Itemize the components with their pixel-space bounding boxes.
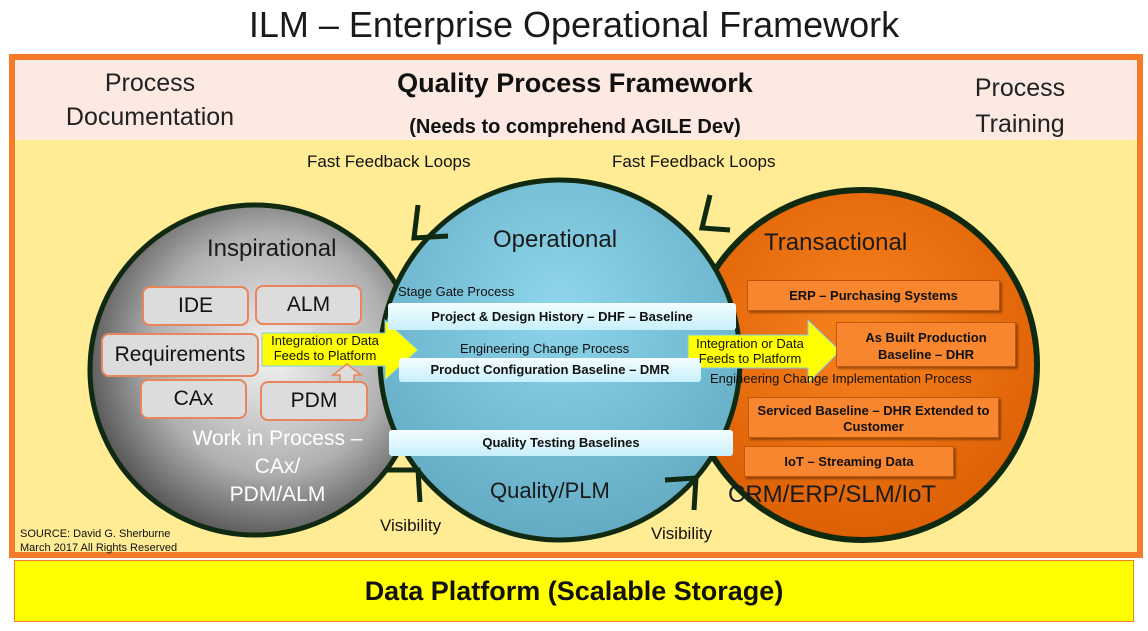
- agile-subtitle: (Needs to comprehend AGILE Dev): [409, 116, 741, 138]
- quality-band: [15, 60, 1137, 140]
- cax-box: CAx: [140, 379, 247, 419]
- visibility-label-right: Visibility: [651, 524, 713, 543]
- crm-erp-label: CRM/ERP/SLM/IoT: [728, 481, 937, 508]
- visibility-arrowhead-left-icon: [387, 467, 423, 503]
- pdm-box: PDM: [260, 381, 368, 421]
- data-platform-bar: Data Platform (Scalable Storage): [14, 560, 1134, 622]
- source-credit: SOURCE: David G. Sherburne March 2017 Al…: [20, 527, 177, 555]
- quality-plm-label: Quality/PLM: [490, 478, 610, 503]
- feedback-arrowhead-left-icon: [411, 204, 449, 241]
- erp-box: ERP – Purchasing Systems: [747, 280, 1000, 311]
- inspirational-footer: Work in Process – CAx/ PDM/ALM: [165, 425, 390, 509]
- requirements-box: Requirements: [101, 333, 259, 377]
- process-documentation: Process Documentation: [65, 69, 235, 131]
- quality-framework-title: Quality Process Framework: [397, 68, 753, 98]
- alm-box: ALM: [255, 285, 362, 325]
- fast-feedback-label-right: Fast Feedback Loops: [612, 152, 776, 171]
- transactional-title: Transactional: [764, 229, 908, 256]
- stage-gate-label: Stage Gate Process: [398, 284, 515, 299]
- rights-line: March 2017 All Rights Reserved: [20, 542, 178, 554]
- feedback-arrowhead-right-icon: [698, 194, 731, 233]
- pdm-alm-line: PDM/ALM: [229, 483, 326, 506]
- source-line: SOURCE: David G. Sherburne: [20, 528, 171, 540]
- fast-feedback-label-left: Fast Feedback Loops: [307, 152, 471, 171]
- dhr-box: As Built Production Baseline – DHR: [836, 322, 1016, 367]
- operational-title: Operational: [493, 226, 618, 253]
- serviced-baseline-box: Serviced Baseline – DHR Extended to Cust…: [748, 397, 999, 438]
- left-arrow-label: Integration or Data Feeds to Platform: [271, 333, 379, 363]
- eng-change-label: Engineering Change Process: [460, 341, 630, 356]
- page-title: ILM – Enterprise Operational Framework: [248, 4, 900, 45]
- right-data-arrow: [687, 318, 841, 385]
- right-arrow-label: Integration or Data Feeds to Platform: [696, 336, 804, 366]
- wip-line: Work in Process –: [192, 427, 363, 450]
- feedback-arrowheads: [387, 194, 731, 511]
- process-training: Process Training: [974, 74, 1066, 138]
- inspirational-title: Inspirational: [207, 235, 337, 262]
- eci-label: Engineering Change Implementation Proces…: [710, 371, 972, 386]
- dhf-baseline-bar: Project & Design History – DHF – Baselin…: [388, 303, 736, 330]
- ide-box: IDE: [142, 286, 249, 326]
- visibility-label-left: Visibility: [380, 516, 442, 535]
- iot-box: IoT – Streaming Data: [744, 446, 954, 477]
- visibility-arrowhead-right-icon: [664, 475, 699, 511]
- dmr-baseline-bar: Product Configuration Baseline – DMR: [399, 358, 701, 382]
- quality-testing-bar: Quality Testing Baselines: [389, 430, 733, 456]
- cax-line: CAx/: [254, 455, 301, 478]
